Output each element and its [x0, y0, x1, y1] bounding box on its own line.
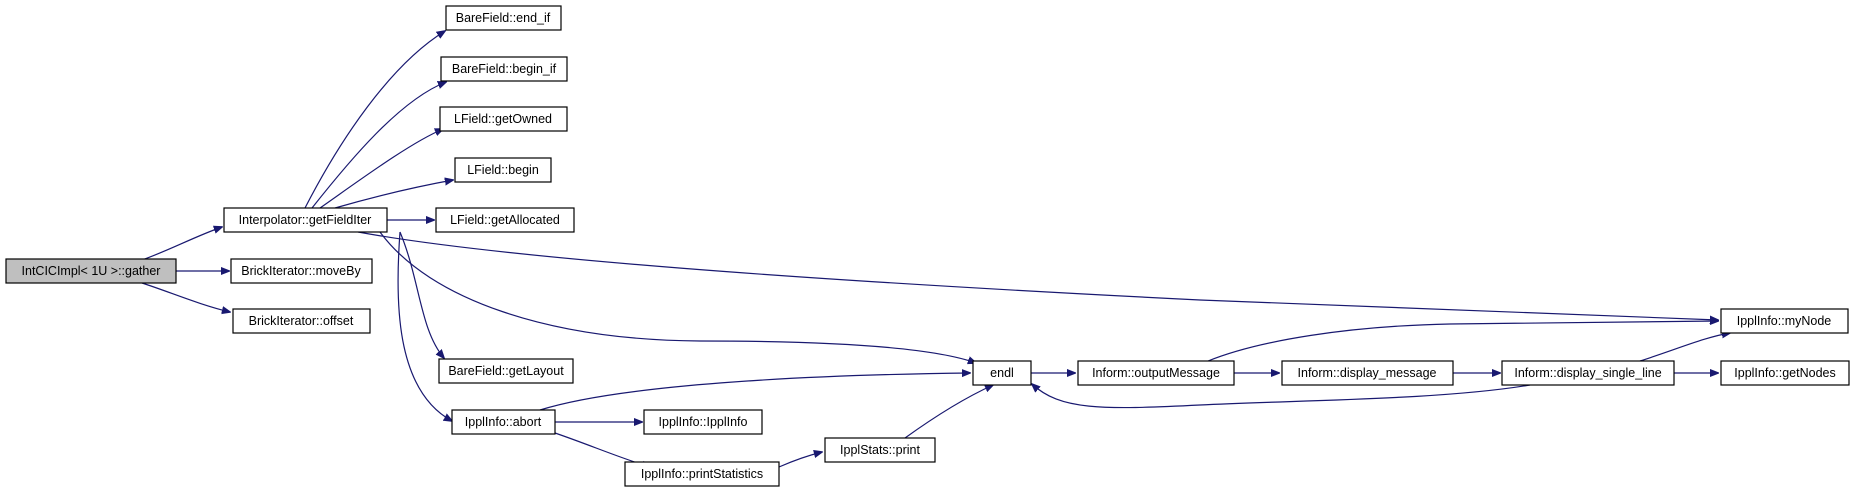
node-getfielditer-label: Interpolator::getFieldIter — [239, 213, 372, 227]
node-mynode[interactable]: IpplInfo::myNode — [1720, 308, 1849, 334]
node-getnodes[interactable]: IpplInfo::getNodes — [1720, 360, 1850, 386]
node-display-single-line-label: Inform::display_single_line — [1514, 366, 1661, 380]
node-printstatistics[interactable]: IpplInfo::printStatistics — [624, 461, 780, 487]
node-gather-label: IntCICImpl< 1U >::gather — [22, 264, 161, 278]
edge-getfielditer-beginif — [311, 82, 446, 209]
edge-gather-getfielditer — [141, 227, 222, 261]
node-getlayout[interactable]: BareField::getLayout — [438, 358, 574, 384]
node-display-message-label: Inform::display_message — [1298, 366, 1437, 380]
nodes: IntCICImpl< 1U >::gather Interpolator::g… — [5, 5, 1850, 487]
node-ipplinfo-ctor-label: IpplInfo::IpplInfo — [659, 415, 748, 429]
node-moveby[interactable]: BrickIterator::moveBy — [230, 258, 373, 284]
node-ipplinfo-ctor[interactable]: IpplInfo::IpplInfo — [643, 409, 763, 435]
node-moveby-label: BrickIterator::moveBy — [241, 264, 361, 278]
edge-getfielditer-endif — [304, 31, 445, 209]
edge-getfielditer-endl — [379, 231, 976, 363]
edge-getfielditer-abort — [397, 231, 452, 421]
edge-getfielditer-lbegin — [334, 180, 453, 209]
node-getfielditer[interactable]: Interpolator::getFieldIter — [223, 207, 388, 233]
node-statsprint[interactable]: IpplStats::print — [824, 437, 936, 463]
edge-singleline-endl — [1032, 384, 1531, 409]
node-begin-if[interactable]: BareField::begin_if — [440, 56, 568, 82]
edges — [141, 31, 1730, 468]
node-getallocated-label: LField::getAllocated — [450, 213, 560, 227]
node-outputmessage[interactable]: Inform::outputMessage — [1077, 360, 1235, 386]
edge-printstatistics-statsprint — [778, 452, 822, 468]
node-getallocated[interactable]: LField::getAllocated — [435, 207, 575, 233]
node-offset-label: BrickIterator::offset — [249, 314, 354, 328]
node-abort-label: IpplInfo::abort — [465, 415, 542, 429]
node-endl[interactable]: endl — [972, 360, 1032, 386]
edge-getfielditer-getowned — [319, 129, 443, 209]
node-end-if[interactable]: BareField::end_if — [445, 5, 562, 31]
node-gather[interactable]: IntCICImpl< 1U >::gather — [5, 258, 177, 284]
node-outputmessage-label: Inform::outputMessage — [1092, 366, 1220, 380]
node-abort[interactable]: IpplInfo::abort — [451, 409, 556, 435]
node-display-single-line[interactable]: Inform::display_single_line — [1501, 360, 1675, 386]
node-lfield-begin[interactable]: LField::begin — [454, 157, 552, 183]
node-printstatistics-label: IpplInfo::printStatistics — [641, 467, 763, 481]
node-statsprint-label: IpplStats::print — [840, 443, 920, 457]
edge-outputmessage-mynode — [1207, 321, 1718, 362]
node-begin-if-label: BareField::begin_if — [452, 62, 557, 76]
node-endl-label: endl — [990, 366, 1014, 380]
edge-statsprint-endl — [904, 385, 993, 439]
node-offset[interactable]: BrickIterator::offset — [232, 308, 371, 334]
node-display-message[interactable]: Inform::display_message — [1281, 360, 1454, 386]
node-getnodes-label: IpplInfo::getNodes — [1734, 366, 1835, 380]
edge-abort-endl — [539, 373, 970, 411]
node-getowned[interactable]: LField::getOwned — [439, 106, 568, 132]
edge-singleline-mynode — [1639, 333, 1730, 362]
node-getlayout-label: BareField::getLayout — [448, 364, 564, 378]
edge-getfielditer-mynode — [357, 231, 1718, 320]
node-lfield-begin-label: LField::begin — [467, 163, 539, 177]
edge-getfielditer-getlayout — [399, 231, 444, 358]
node-end-if-label: BareField::end_if — [456, 11, 551, 25]
node-mynode-label: IpplInfo::myNode — [1737, 314, 1832, 328]
node-getowned-label: LField::getOwned — [454, 112, 552, 126]
edge-gather-offset — [141, 282, 230, 312]
